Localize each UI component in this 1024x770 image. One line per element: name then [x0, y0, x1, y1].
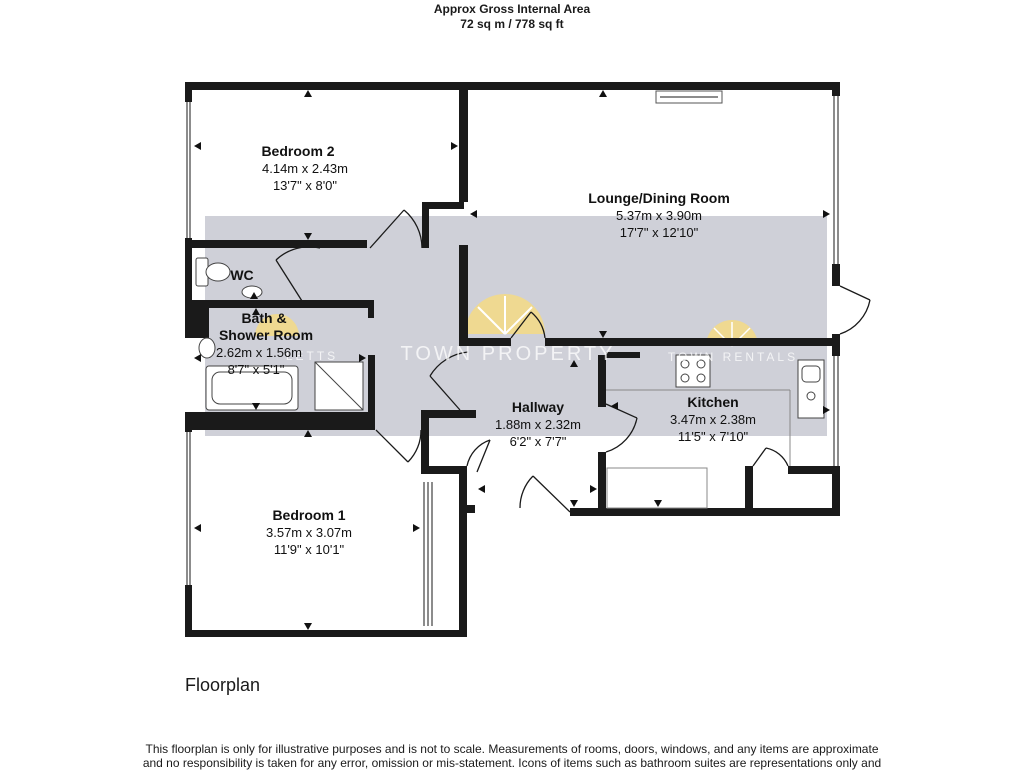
room-imperial: 17'7" x 12'10" — [620, 225, 699, 240]
floorplan-caption: Floorplan — [185, 675, 261, 695]
room-imperial: 6'2" x 7'7" — [510, 434, 567, 449]
room-metric: 4.14m x 2.43m — [262, 161, 348, 176]
room-name: Bath & — [241, 310, 286, 326]
room-imperial: 11'9" x 10'1" — [274, 542, 345, 557]
room-metric: 5.37m x 3.90m — [616, 208, 702, 223]
toilet-bowl-icon — [205, 262, 231, 282]
room-name: WC — [230, 267, 253, 283]
disclaimer-line-1: This floorplan is only for illustrative … — [145, 742, 879, 756]
windows — [186, 90, 839, 626]
room-metric: 3.57m x 3.07m — [266, 525, 352, 540]
watermark-main: TOWN PROPERTY — [401, 343, 616, 365]
hob-icon — [675, 354, 711, 388]
room-kitchen: Kitchen 3.47m x 2.38m 11'5" x 7'10" — [670, 394, 756, 444]
doors — [275, 209, 871, 513]
watermark-right: TOWN RENTALS — [668, 350, 798, 364]
watermark-logo-main — [465, 294, 545, 335]
room-bath-shower: Bath & Shower Room 2.62m x 1.56m 8'7" x … — [216, 310, 313, 377]
disclaimer: This floorplan is only for illustrative … — [120, 742, 904, 770]
walls — [185, 82, 840, 637]
disclaimer-line-2: and no responsibility is taken for any e… — [142, 756, 882, 770]
appliance-outline — [606, 467, 708, 509]
room-bedroom-2: Bedroom 2 4.14m x 2.43m 13'7" x 8'0" — [261, 143, 348, 193]
room-hallway: Hallway 1.88m x 2.32m 6'2" x 7'7" — [495, 399, 581, 449]
room-metric: 1.88m x 2.32m — [495, 417, 581, 432]
fixtures — [195, 257, 825, 509]
room-imperial: 13'7" x 8'0" — [273, 178, 337, 193]
area-value: 72 sq m / 778 sq ft — [460, 17, 564, 31]
room-imperial: 11'5" x 7'10" — [678, 429, 749, 444]
bath-toilet-icon — [198, 337, 216, 359]
room-name: Bedroom 2 — [261, 143, 334, 159]
watermark-logo-left — [255, 314, 299, 336]
room-metric: 2.62m x 1.56m — [216, 345, 302, 360]
room-name-2: Shower Room — [219, 327, 313, 343]
watermark-left: LETTS — [286, 349, 338, 363]
room-name: Hallway — [512, 399, 564, 415]
area-header: Approx Gross Internal Area 72 sq m / 778… — [0, 2, 1024, 32]
room-name: Kitchen — [687, 394, 738, 410]
room-imperial: 8'7" x 5'1" — [228, 362, 285, 377]
room-lounge-dining: Lounge/Dining Room 5.37m x 3.90m 17'7" x… — [588, 190, 730, 240]
room-name: Bedroom 1 — [272, 507, 345, 523]
room-bedroom-1: Bedroom 1 3.57m x 3.07m 11'9" x 10'1" — [266, 507, 352, 557]
room-wc: WC — [230, 267, 253, 283]
dimension-markers — [194, 90, 830, 630]
room-metric: 3.47m x 2.38m — [670, 412, 756, 427]
area-title: Approx Gross Internal Area — [433, 2, 591, 16]
room-name: Lounge/Dining Room — [588, 190, 730, 206]
